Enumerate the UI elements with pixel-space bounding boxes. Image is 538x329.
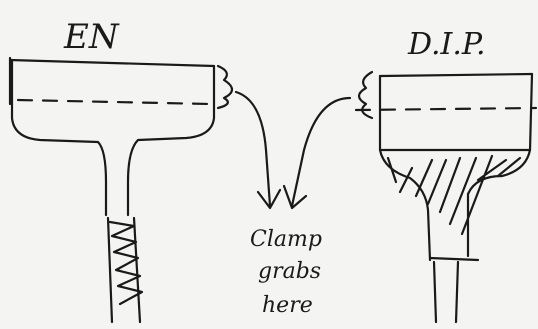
right-dashed-line xyxy=(356,108,536,110)
right-arrow xyxy=(284,98,350,208)
left-dashed-line xyxy=(18,100,210,104)
right-body-top xyxy=(380,74,532,76)
note-line-3: here xyxy=(262,293,313,318)
left-object xyxy=(10,58,232,322)
right-object xyxy=(356,72,536,322)
left-body-top xyxy=(10,60,214,66)
left-tail-side xyxy=(108,218,140,322)
left-body-outline xyxy=(12,60,214,215)
left-arrow xyxy=(236,92,280,208)
right-title: D.I.P. xyxy=(407,27,486,62)
left-title: EN xyxy=(63,17,120,57)
right-brace xyxy=(359,72,372,118)
right-hatched-band xyxy=(380,150,530,260)
right-neck xyxy=(430,258,478,322)
right-body-sides xyxy=(380,74,532,150)
left-brace xyxy=(218,66,232,108)
note-line-2: grabs xyxy=(258,259,321,284)
pointer-arrows xyxy=(236,92,350,208)
note-line-1: Clamp xyxy=(250,227,322,252)
